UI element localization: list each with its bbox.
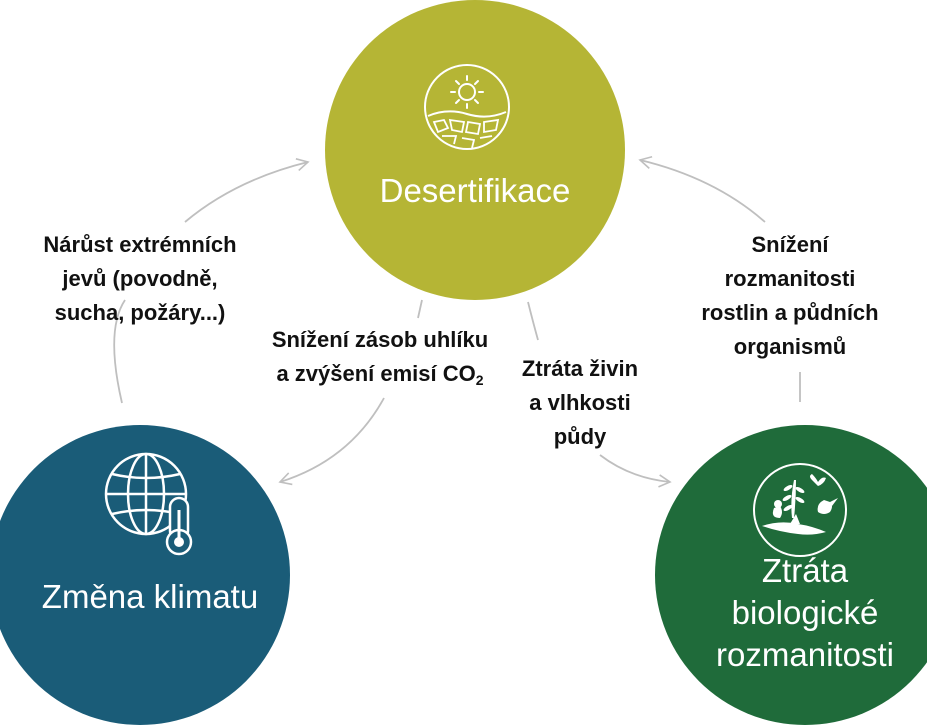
label-line: Nárůst extrémních — [43, 232, 237, 257]
arrow-desert-to-climate-head — [278, 397, 385, 486]
arrow-desert-to-climate — [417, 299, 423, 319]
label-line: Snížení — [751, 232, 829, 257]
arrow-desert-to-bio — [527, 301, 539, 341]
label-line: rozmanitosti — [724, 266, 856, 291]
arrow-bio-to-desert-head — [638, 155, 766, 223]
label-line: a zvýšení emisí CO2 — [250, 357, 510, 397]
node-label-biodiversity-loss: Ztráta biologické rozmanitosti — [690, 550, 920, 676]
label-line: biologické — [731, 594, 879, 631]
edge-label-carbon-emissions: Snížení zásob uhlíku a zvýšení emisí CO2 — [250, 323, 510, 397]
globe-thermometer-icon — [104, 452, 193, 556]
label-line: a vlhkosti — [529, 390, 631, 415]
label-line: Snížení zásob uhlíku — [271, 327, 489, 352]
node-label-desertification: Desertifikace — [379, 172, 571, 209]
node-desertification — [325, 0, 625, 300]
label-line: rozmanitosti — [716, 636, 894, 673]
node-biodiversity-loss — [655, 425, 927, 725]
label-line: jevů (povodně, — [62, 266, 218, 291]
label-line: organismů — [733, 334, 847, 359]
label-line: rostlin a půdních — [701, 300, 879, 325]
arrow-desert-to-bio-head — [599, 454, 672, 488]
label-line: sucha, požáry...) — [54, 300, 226, 325]
arrow-climate-to-desert-head — [184, 158, 310, 223]
label-line: Ztráta — [761, 552, 849, 589]
edge-label-extreme-events: Nárůst extrémních jevů (povodně, sucha, … — [15, 228, 265, 330]
wildlife-icon — [753, 463, 847, 557]
edge-label-nutrient-loss: Ztráta živin a vlhkosti půdy — [495, 352, 665, 454]
connectors — [113, 155, 801, 488]
edge-label-diversity-reduction: Snížení rozmanitosti rostlin a půdních o… — [670, 228, 910, 364]
label-line: půdy — [553, 424, 607, 449]
subscript: 2 — [475, 372, 484, 388]
node-label-climate-change: Změna klimatu — [41, 578, 259, 615]
label-line: Ztráta živin — [521, 356, 639, 381]
sun-cracked-earth-icon — [424, 64, 510, 150]
label-text: a zvýšení emisí CO — [276, 361, 476, 386]
arrow-climate-to-desert — [113, 299, 126, 404]
